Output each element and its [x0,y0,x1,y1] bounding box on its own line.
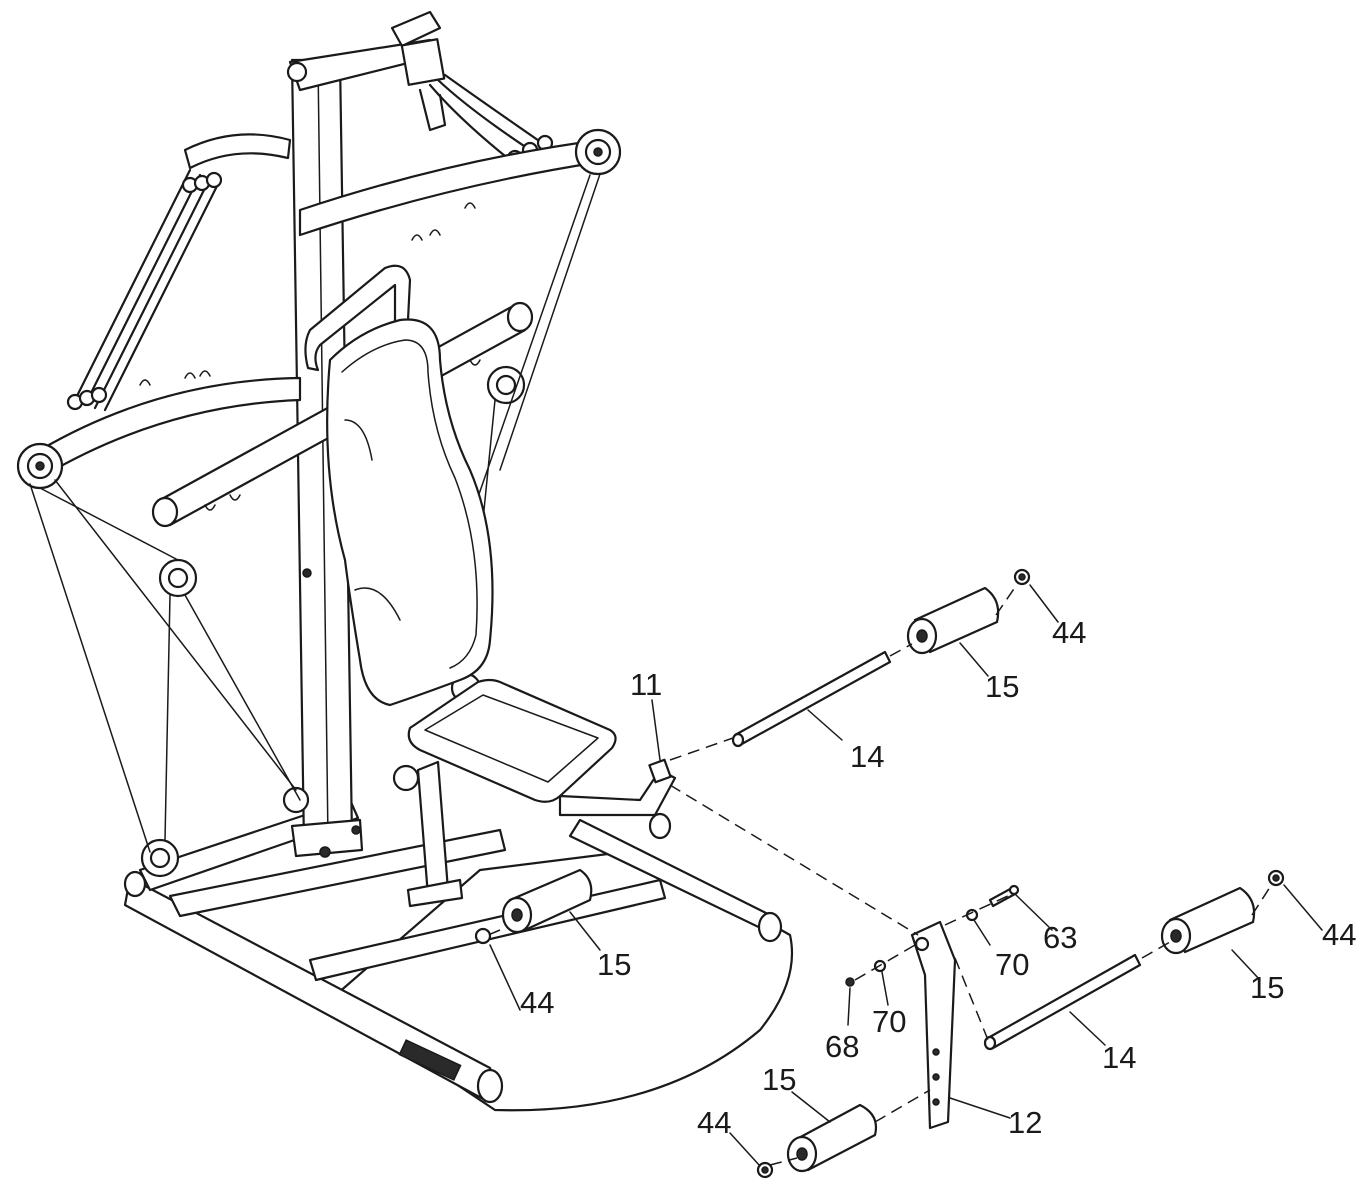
pulley-left-arm [158,558,198,598]
exploded-upper-roller-set [731,568,1031,748]
pulley-tower-base [282,786,310,814]
alignment-lines [485,582,1273,1166]
leg-roller-left-assembled [474,868,593,945]
part-label-15-left: 15 [597,947,631,982]
part-label-14-upper: 14 [850,739,884,774]
pulleys [16,128,622,878]
part-label-44-left: 44 [520,985,554,1020]
pulley-right-top [574,128,622,176]
seat-back [304,264,494,707]
part-label-68: 68 [825,1029,859,1064]
part-label-15-bottom: 15 [762,1062,796,1097]
part-labels: 11 14 15 44 44 15 63 70 70 68 44 15 14 1… [520,615,1356,1140]
part-label-15-right: 15 [1250,970,1284,1005]
part-label-70-upper: 70 [995,947,1029,982]
part-label-11: 11 [630,667,662,702]
seat [392,678,677,908]
part-label-44-right: 44 [1322,917,1356,952]
pulley-left-top [16,442,64,490]
part-label-12: 12 [1008,1105,1042,1140]
part-label-44-bottom: 44 [697,1105,731,1140]
exploded-lower-assembly [756,869,1285,1179]
power-rod-bows [38,133,602,477]
leader-lines [489,584,1323,1167]
vertical-tower [286,10,554,858]
cables [29,173,601,853]
part-label-63: 63 [1043,920,1077,955]
part-label-14-lower: 14 [1102,1040,1136,1075]
part-label-15-upper: 15 [985,669,1019,704]
pulley-bottom-left [140,838,180,878]
pulley-right-arm [486,365,526,405]
part-label-44-upper: 44 [1052,615,1086,650]
part-label-70-lower: 70 [872,1004,906,1039]
